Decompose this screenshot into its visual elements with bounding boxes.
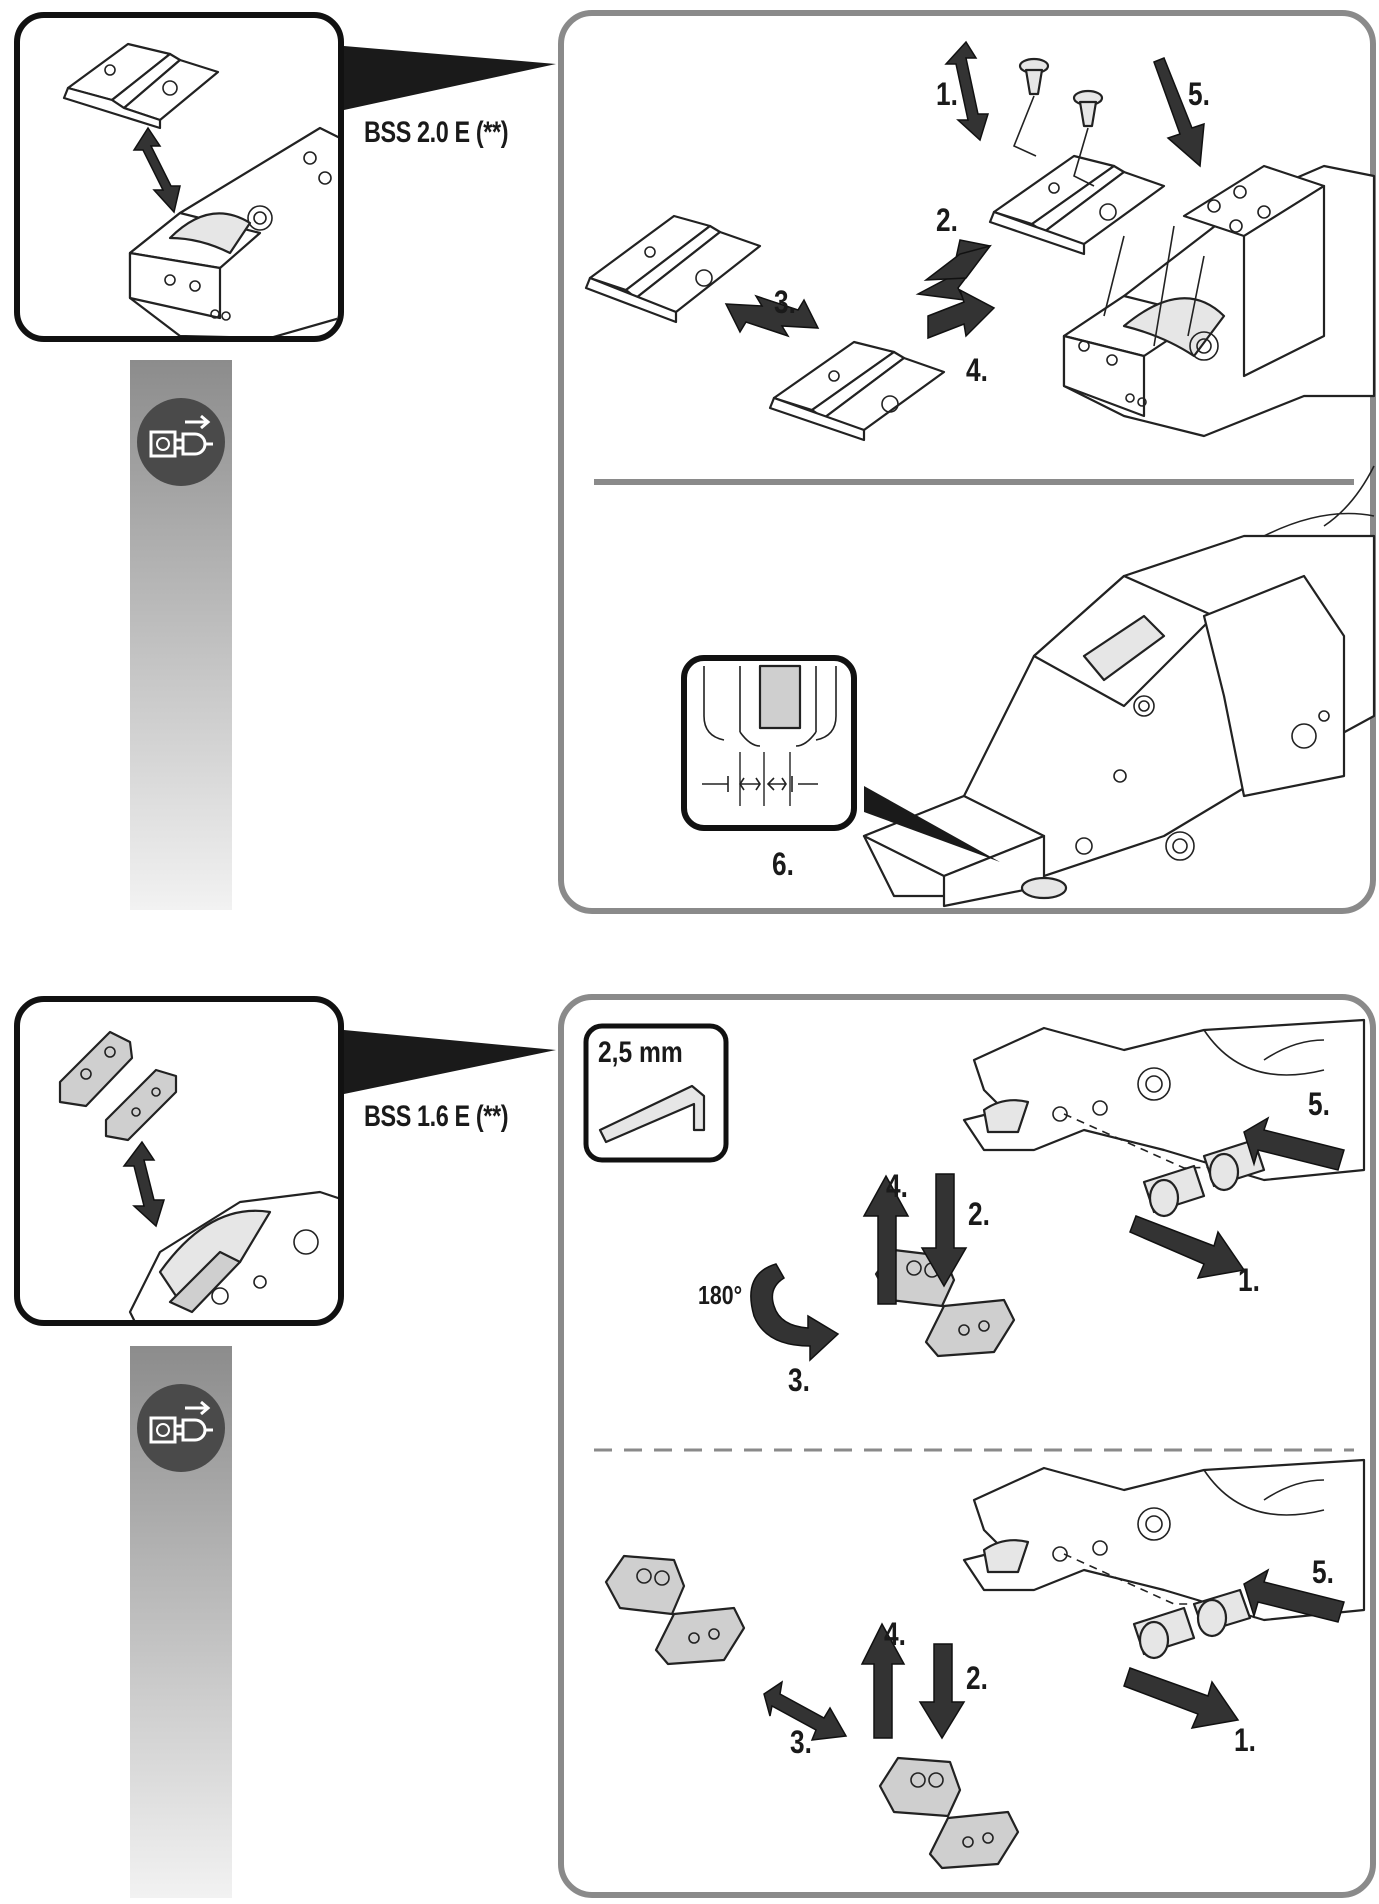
blade-set-new	[768, 340, 946, 442]
unplug-icon	[137, 1384, 225, 1472]
arrow-up-4	[860, 1622, 906, 1739]
screw-icon	[1132, 1588, 1252, 1660]
double-arrow-3	[763, 1680, 848, 1741]
step-label-3: 3.	[788, 1362, 810, 1398]
step-label-5: 5.	[1188, 76, 1210, 112]
model-label: BSS 1.6 E (**)	[364, 1100, 509, 1133]
step-label-1: 1.	[936, 76, 958, 112]
arrow-left-2	[915, 239, 992, 301]
hex-key-icon	[598, 1084, 706, 1144]
step-label-4: 4.	[886, 1168, 908, 1204]
step-label-6: 6.	[772, 846, 794, 882]
arrow-up-4	[862, 1174, 910, 1305]
instruction-panel: 2,5 mm 4. 2. 5. 1. 180° 3. 4. 2. 5. 1. 3…	[558, 994, 1376, 1898]
arrow-up-down-1	[944, 40, 990, 142]
step-label-2: 2.	[936, 202, 958, 238]
blade-set-removed	[584, 214, 762, 324]
blade-set-mounted	[988, 154, 1166, 256]
arrow-right-1	[1129, 1215, 1246, 1279]
step-label-1: 1.	[1238, 1262, 1260, 1298]
step-label-5: 5.	[1308, 1086, 1330, 1122]
screw-icon	[1018, 57, 1104, 128]
double-arrow-icon	[122, 1140, 166, 1228]
step-label-3: 3.	[774, 284, 796, 320]
rotation-label: 180°	[698, 1280, 743, 1310]
tool-size-label: 2,5 mm	[598, 1036, 683, 1069]
callout-pointer-6	[864, 786, 1000, 862]
arrow-right-1	[1123, 1667, 1240, 1729]
double-arrow-3	[724, 294, 820, 338]
gap-detail-inset	[681, 655, 857, 831]
blade-set	[62, 42, 220, 130]
arrow-down-2	[920, 1173, 968, 1288]
screw-icon	[1142, 1138, 1266, 1218]
model-label: BSS 2.0 E (**)	[364, 116, 509, 149]
blade-pair-removed	[604, 1554, 746, 1666]
step-label-3: 3.	[790, 1724, 812, 1760]
arrow-down-5	[1153, 57, 1205, 168]
detail-inset	[14, 12, 344, 342]
instruction-panel: 1. 5. 2. 3. 4. 6.	[558, 10, 1376, 914]
step-label-4: 4.	[966, 352, 988, 388]
step-label-1: 1.	[1234, 1722, 1256, 1758]
blade-pair-new	[878, 1756, 1020, 1870]
step-label-5: 5.	[1312, 1554, 1334, 1590]
arrow-left-5	[1243, 1116, 1345, 1171]
blade-pair	[58, 1030, 178, 1142]
rotate-arrow-icon	[750, 1263, 840, 1362]
arrow-down-2	[918, 1643, 966, 1740]
arrow-right-4	[927, 288, 996, 340]
step-label-2: 2.	[968, 1196, 990, 1232]
step-label-4: 4.	[884, 1616, 906, 1652]
double-arrow-icon	[132, 126, 181, 214]
unplug-icon	[137, 398, 225, 486]
step-label-2: 2.	[966, 1660, 988, 1696]
arrow-left-5	[1243, 1568, 1345, 1623]
detail-inset	[14, 996, 344, 1326]
